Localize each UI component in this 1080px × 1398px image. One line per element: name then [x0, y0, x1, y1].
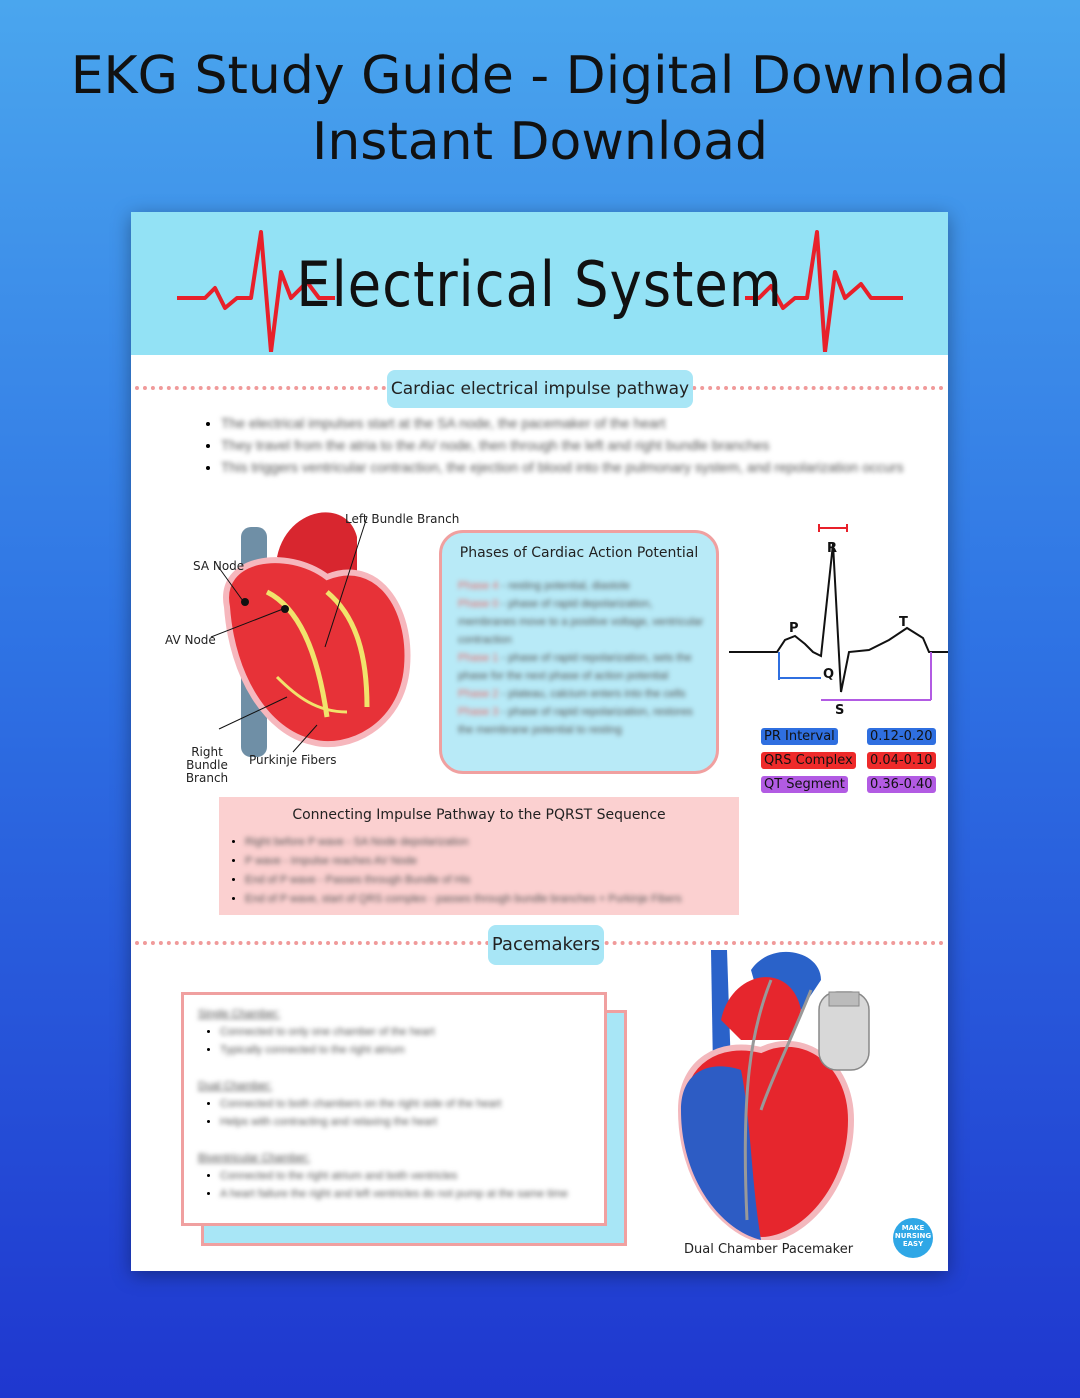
connect-list: Right before P wave - SA Node depolariza…	[229, 833, 735, 909]
list-item: This triggers ventricular contraction, t…	[221, 456, 948, 478]
label-left-bundle-branch: Left Bundle Branch	[345, 512, 460, 526]
wave-label-p: P	[789, 621, 799, 636]
list-item: Phase 1 - phase of rapid repolarization,…	[458, 652, 692, 682]
list-item: They travel from the atria to the AV nod…	[221, 434, 948, 456]
label-sa-node: SA Node	[193, 559, 245, 573]
connect-title: Connecting Impulse Pathway to the PQRST …	[292, 807, 666, 823]
list-item: Phase 3 - phase of rapid repolarization,…	[458, 706, 693, 736]
pacemaker-caption: Dual Chamber Pacemaker	[684, 1242, 854, 1257]
pacemaker-heart-illustration	[677, 950, 870, 1240]
wave-label-r: R	[827, 541, 837, 556]
pacemaker-group-biventricular: Biventricular Chamber: Connected to the …	[198, 1149, 590, 1203]
list-item: Phase 2 - plateau, calcium enters into t…	[458, 688, 686, 700]
list-item: End of P wave, start of QRS complex - pa…	[245, 890, 735, 909]
interval-name-qrs: QRS Complex	[761, 752, 856, 769]
heart-conduction-illustration	[210, 512, 411, 757]
list-item: Connected to both chambers on the right …	[220, 1095, 590, 1113]
list-item: Connected to only one chamber of the hea…	[220, 1023, 590, 1041]
phases-title: Phases of Cardiac Action Potential	[459, 545, 699, 561]
phases-card: Phases of Cardiac Action Potential Phase…	[439, 530, 719, 774]
label-right-bundle-branch: Right Bundle Branch	[185, 745, 229, 785]
list-item: P wave - Impulse reaches AV Node	[245, 852, 735, 871]
title-banner: Electrical System	[131, 212, 948, 355]
list-item: Phase 4 - resting potential, diastole	[458, 580, 630, 592]
wave-label-q: Q	[823, 667, 834, 682]
connect-card: Connecting Impulse Pathway to the PQRST …	[219, 797, 739, 915]
list-item: Right before P wave - SA Node depolariza…	[245, 833, 735, 852]
sheet-title: Electrical System	[296, 248, 783, 321]
interval-value-pr: 0.12-0.20	[867, 728, 936, 745]
list-item: Helps with contracting and relaxing the …	[220, 1113, 590, 1131]
pathway-bullets: The electrical impulses start at the SA …	[199, 412, 948, 478]
interval-value-qrs: 0.04-0.10	[867, 752, 936, 769]
phases-list: Phase 4 - resting potential, diastole Ph…	[458, 577, 704, 739]
wave-label-t: T	[899, 615, 908, 630]
pacemaker-group-single: Single Chamber: Connected to only one ch…	[198, 1005, 590, 1059]
headline-subtitle: Instant Download	[312, 112, 768, 172]
pacemaker-card: Single Chamber: Connected to only one ch…	[181, 992, 607, 1226]
ekg-right-icon	[745, 230, 903, 352]
wave-label-s: S	[835, 703, 844, 718]
label-purkinje-fibers: Purkinje Fibers	[249, 753, 337, 767]
list-item: Phase 0 - phase of rapid depolarization,…	[458, 598, 704, 646]
section-pill-pathway: Cardiac electrical impulse pathway	[387, 370, 693, 408]
list-item: The electrical impulses start at the SA …	[221, 412, 948, 434]
list-item: A heart failure the right and left ventr…	[220, 1185, 590, 1203]
ekg-left-icon	[177, 230, 335, 352]
pqrst-waveform: P R Q S T	[729, 524, 948, 718]
headline-title: EKG Study Guide - Digital Download	[70, 46, 1010, 106]
pacemaker-group-dual: Dual Chamber: Connected to both chambers…	[198, 1077, 590, 1131]
study-guide-sheet: Electrical System Cardiac electrical imp…	[131, 212, 948, 1271]
list-item: Typically connected to the right atrium	[220, 1041, 590, 1059]
list-item: End of P wave - Passes through Bundle of…	[245, 871, 735, 890]
interval-value-qt: 0.36-0.40	[867, 776, 936, 793]
list-item: Connected to the right atrium and both v…	[220, 1167, 590, 1185]
interval-name-qt: QT Segment	[761, 776, 848, 793]
section-pill-pacemakers: Pacemakers	[488, 925, 604, 965]
label-av-node: AV Node	[165, 633, 216, 647]
interval-name-pr: PR Interval	[761, 728, 838, 745]
